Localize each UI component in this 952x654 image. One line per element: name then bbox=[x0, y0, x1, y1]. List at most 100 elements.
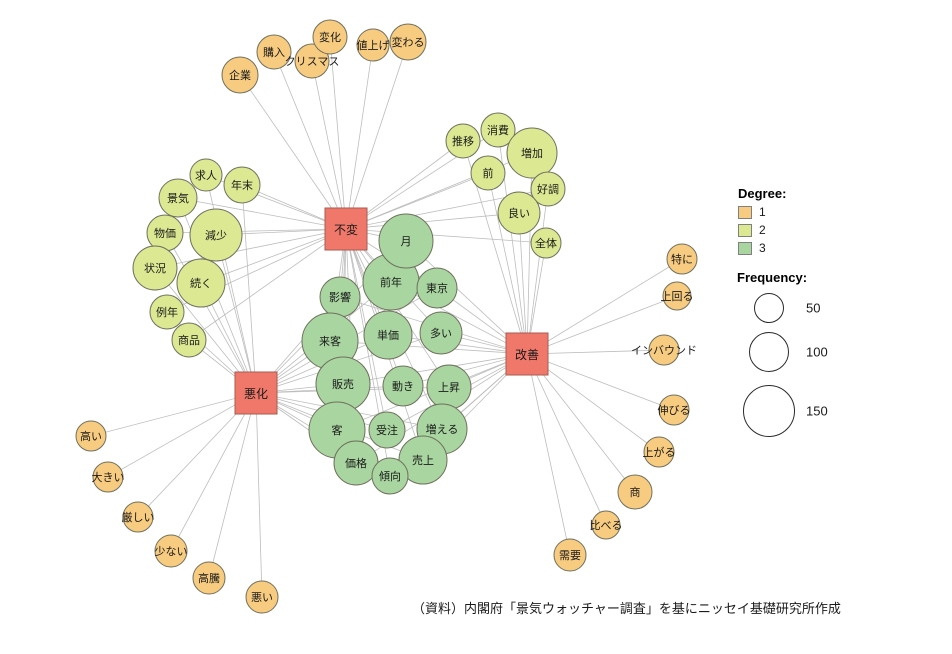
degree-3-swatch bbox=[738, 241, 752, 255]
node-label: 増える bbox=[426, 423, 459, 436]
hub-label: 改善 bbox=[515, 347, 539, 362]
node-label: 高い bbox=[80, 429, 102, 443]
node-label: 状況 bbox=[144, 261, 166, 275]
node-circle bbox=[158, 178, 198, 218]
network-node: 月 bbox=[378, 213, 434, 269]
node-circle bbox=[530, 227, 562, 259]
edge bbox=[188, 228, 347, 341]
node-label: 悪い bbox=[251, 591, 273, 604]
node-label: 伸びる bbox=[658, 404, 691, 417]
edge bbox=[526, 353, 571, 556]
frequency-100-label: 100 bbox=[806, 344, 828, 360]
degree-2-swatch bbox=[738, 223, 752, 237]
network-node: 傾向 bbox=[371, 457, 409, 495]
edge bbox=[164, 232, 257, 394]
hub-label: 不変 bbox=[334, 222, 358, 237]
node-label: 良い bbox=[508, 206, 530, 220]
network-node: 受注 bbox=[368, 411, 406, 449]
node-label: クリスマス bbox=[285, 55, 340, 68]
node-label: 大きい bbox=[92, 470, 125, 484]
node-label: 消費 bbox=[487, 123, 509, 137]
edge bbox=[329, 36, 347, 230]
node-circle bbox=[416, 267, 458, 309]
node-circle bbox=[371, 457, 409, 495]
network-node: 販売 bbox=[315, 356, 371, 412]
network-node: 全体 bbox=[530, 227, 562, 259]
node-circle bbox=[176, 258, 226, 308]
node-circle bbox=[245, 580, 279, 614]
node-label: 特に bbox=[671, 252, 693, 266]
node-label: 月 bbox=[401, 236, 412, 248]
edge bbox=[345, 44, 374, 230]
node-label: 変わる bbox=[392, 35, 425, 49]
edge bbox=[345, 212, 520, 230]
edge bbox=[311, 60, 347, 230]
node-circle bbox=[189, 158, 223, 192]
degree-legend-item: 2 bbox=[738, 223, 766, 237]
degree-legend-item: 3 bbox=[738, 241, 766, 255]
edge bbox=[518, 212, 528, 355]
source-caption: （資料）内閣府「景気ウォッチャー調査」を基にニッセイ基礎研究所作成 bbox=[412, 601, 841, 616]
node-circle bbox=[530, 171, 566, 207]
node-label: 前年 bbox=[380, 275, 402, 289]
network-node: インバウンド bbox=[631, 334, 697, 366]
node-circle bbox=[363, 310, 413, 360]
network-node: 例年 bbox=[149, 294, 185, 330]
node-circle bbox=[223, 166, 261, 204]
network-node: 減少 bbox=[189, 208, 243, 262]
frequency-100-circle bbox=[749, 332, 789, 372]
node-circle bbox=[192, 561, 226, 595]
node-label: 好調 bbox=[537, 182, 559, 196]
network-node: 状況 bbox=[132, 245, 178, 291]
node-circle bbox=[617, 474, 653, 510]
node-circle bbox=[92, 461, 124, 493]
degree-legend-item: 1 bbox=[738, 205, 766, 219]
network-node: 増加 bbox=[506, 127, 558, 179]
node-circle bbox=[221, 56, 259, 94]
node-label: 少ない bbox=[155, 545, 188, 558]
network-node: 少ない bbox=[154, 534, 188, 568]
node-label: 物価 bbox=[154, 226, 176, 240]
degree-1-label: 1 bbox=[759, 205, 766, 219]
edge bbox=[526, 295, 678, 355]
edge bbox=[526, 349, 665, 355]
edge bbox=[170, 392, 257, 552]
network-node: 変わる bbox=[389, 23, 427, 61]
edge bbox=[345, 172, 489, 230]
network-node: 消費 bbox=[480, 112, 516, 148]
network-node: 動き bbox=[382, 365, 424, 407]
node-label: 前 bbox=[483, 166, 494, 180]
edge bbox=[177, 197, 347, 230]
node-label: 商品 bbox=[178, 333, 200, 347]
frequency-50-label: 50 bbox=[806, 300, 821, 316]
network-node: 伸びる bbox=[658, 394, 691, 426]
network-node: 大きい bbox=[92, 461, 125, 493]
node-label: 多い bbox=[430, 326, 452, 340]
network-node: 物価 bbox=[146, 214, 184, 252]
node-label: 東京 bbox=[426, 281, 448, 295]
network-node: 商品 bbox=[171, 322, 207, 358]
network-node: 高騰 bbox=[192, 561, 226, 595]
legend: Degree: 1 2 3 Frequency: 50 100 150 bbox=[730, 184, 890, 454]
network-node: 良い bbox=[497, 191, 541, 235]
edge bbox=[239, 74, 347, 230]
network-node: 単価 bbox=[363, 310, 413, 360]
node-label: 厳しい bbox=[122, 510, 155, 524]
network-node: 影響 bbox=[319, 276, 361, 318]
node-label: 影響 bbox=[329, 290, 351, 304]
node-label: 続く bbox=[190, 276, 212, 290]
node-label: 上がる bbox=[643, 445, 676, 459]
node-circle bbox=[666, 243, 698, 275]
network-node: 需要 bbox=[553, 538, 587, 572]
network-node: 前 bbox=[470, 155, 506, 191]
degree-3-label: 3 bbox=[759, 241, 766, 255]
node-label: 受注 bbox=[376, 423, 398, 437]
node-label: 購入 bbox=[263, 45, 285, 59]
network-node: 高い bbox=[75, 420, 107, 452]
node-circle bbox=[378, 213, 434, 269]
node-label: 商 bbox=[630, 485, 641, 499]
node-label: 求人 bbox=[195, 169, 217, 182]
node-label: 価格 bbox=[345, 456, 367, 470]
node-circle bbox=[382, 365, 424, 407]
